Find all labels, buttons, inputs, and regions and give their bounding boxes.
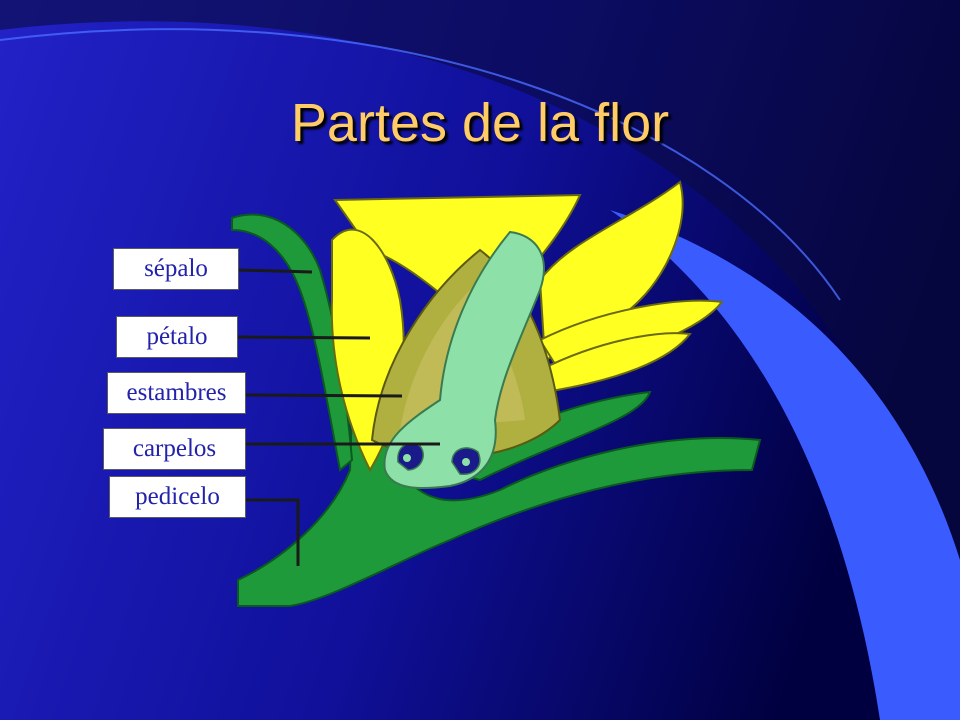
label-pedicelo: pedicelo (109, 476, 246, 518)
label-estambres-text: estambres (126, 379, 227, 406)
label-carpelos: carpelos (103, 428, 246, 470)
label-pedicelo-text: pedicelo (135, 483, 220, 510)
label-sepalo: sépalo (113, 248, 239, 290)
label-carpelos-text: carpelos (132, 435, 217, 462)
leader-sepalo (237, 268, 313, 274)
leader-petalo (237, 335, 371, 340)
sepal-left (231, 213, 354, 472)
label-estambres: estambres (107, 372, 246, 414)
carpel-shape (383, 230, 545, 490)
leader-estambres (245, 393, 403, 398)
label-petalo: pétalo (116, 316, 238, 358)
accent-swoosh (610, 210, 960, 720)
label-petalo-text: pétalo (146, 323, 208, 350)
page-title: Partes de la flor (290, 93, 670, 153)
leader-pedicelo (246, 498, 300, 566)
petal-right-low (538, 332, 692, 394)
label-sepalo-text: sépalo (144, 255, 208, 282)
